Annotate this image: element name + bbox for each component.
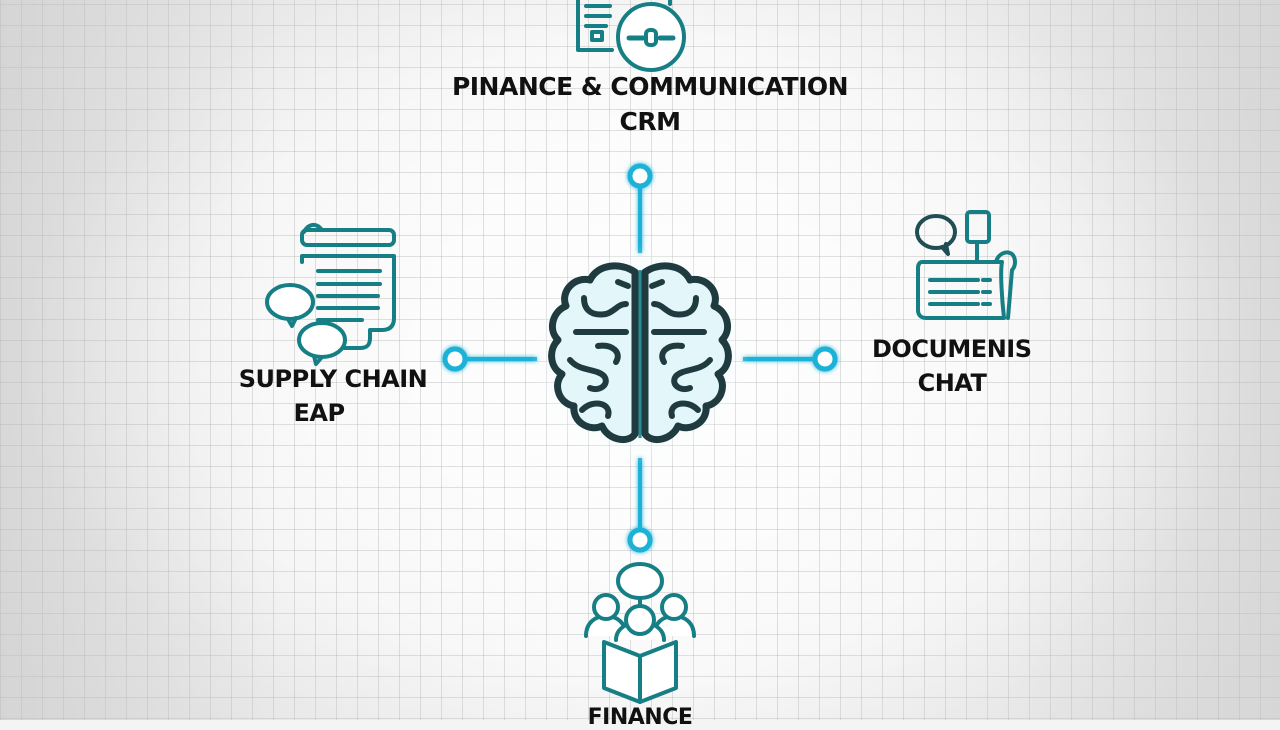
node-bottom-label: FINANCE	[540, 707, 740, 729]
node-right-title: DOCUMENIS	[872, 335, 1032, 363]
node-left-subtitle: EAP	[293, 399, 345, 427]
connector-left	[442, 346, 537, 372]
connector-right	[743, 346, 838, 372]
node-left-title: SUPPLY CHAIN	[238, 365, 428, 393]
node-top-label: PINANCE & COMMUNICATION CRM	[440, 74, 860, 134]
chat-document-icon	[265, 223, 396, 366]
node-left-label: SUPPLY CHAIN EAP	[228, 367, 438, 425]
team-box-icon	[584, 562, 696, 704]
node-bottom-title: FINANCE	[587, 705, 693, 730]
document-phone-icon	[576, 0, 686, 72]
connector-bottom	[627, 458, 653, 553]
node-right-subtitle: CHAT	[917, 369, 987, 397]
node-top-subtitle: CRM	[619, 107, 681, 136]
brain-icon	[530, 245, 750, 465]
connector-top	[627, 163, 653, 253]
document-chat-icon	[915, 210, 1017, 320]
node-right-label: DOCUMENIS CHAT	[872, 335, 1032, 397]
node-top-title: PINANCE & COMMUNICATION	[451, 72, 849, 101]
